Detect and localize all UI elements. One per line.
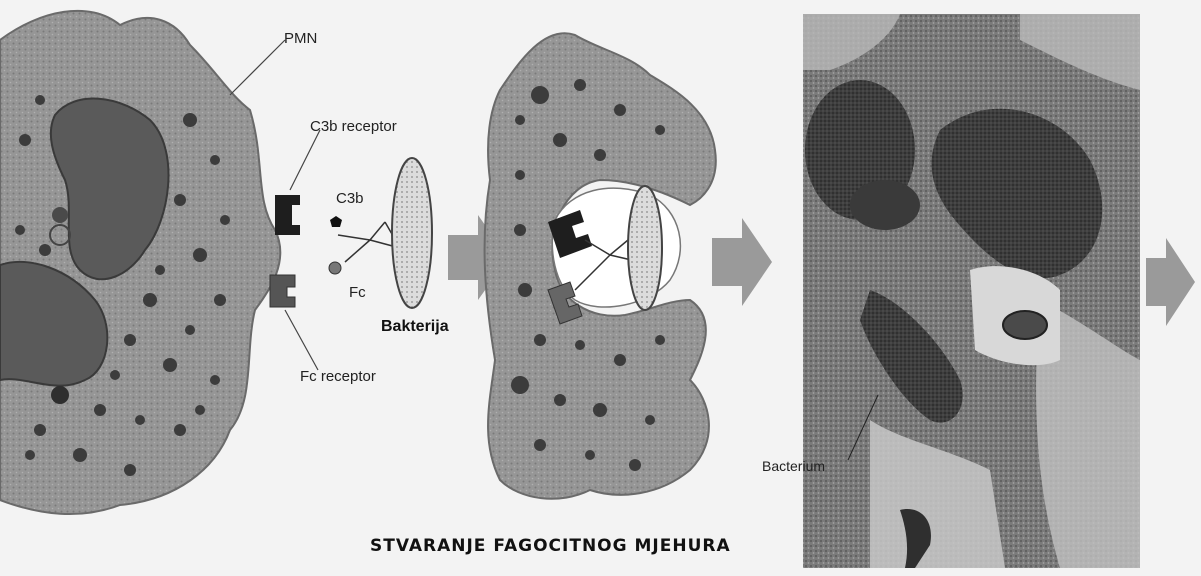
label-bacterium: Bacterium (762, 458, 825, 474)
bacterium-1 (392, 158, 432, 308)
label-c3b-receptor: C3b receptor (310, 118, 397, 135)
label-fc-receptor: Fc receptor (300, 368, 376, 385)
engulfing-cell (485, 33, 716, 498)
micrograph (803, 14, 1140, 568)
label-c3b: C3b (336, 190, 364, 207)
fc-receptor (270, 275, 295, 307)
label-pmn: PMN (284, 30, 317, 47)
label-fc: Fc (349, 284, 366, 301)
bacterium-3 (1003, 311, 1047, 339)
antibody (338, 222, 400, 262)
c3b-molecule (330, 216, 342, 227)
c3b-receptor (275, 195, 300, 235)
bacterium-2 (628, 186, 662, 310)
label-bakterija: Bakterija (381, 318, 449, 336)
figure-caption: STVARANJE FAGOCITNOG MJEHURA (370, 536, 731, 556)
arrow-2 (712, 218, 772, 306)
fc-molecule (329, 262, 341, 274)
arrow-3 (1146, 238, 1195, 326)
